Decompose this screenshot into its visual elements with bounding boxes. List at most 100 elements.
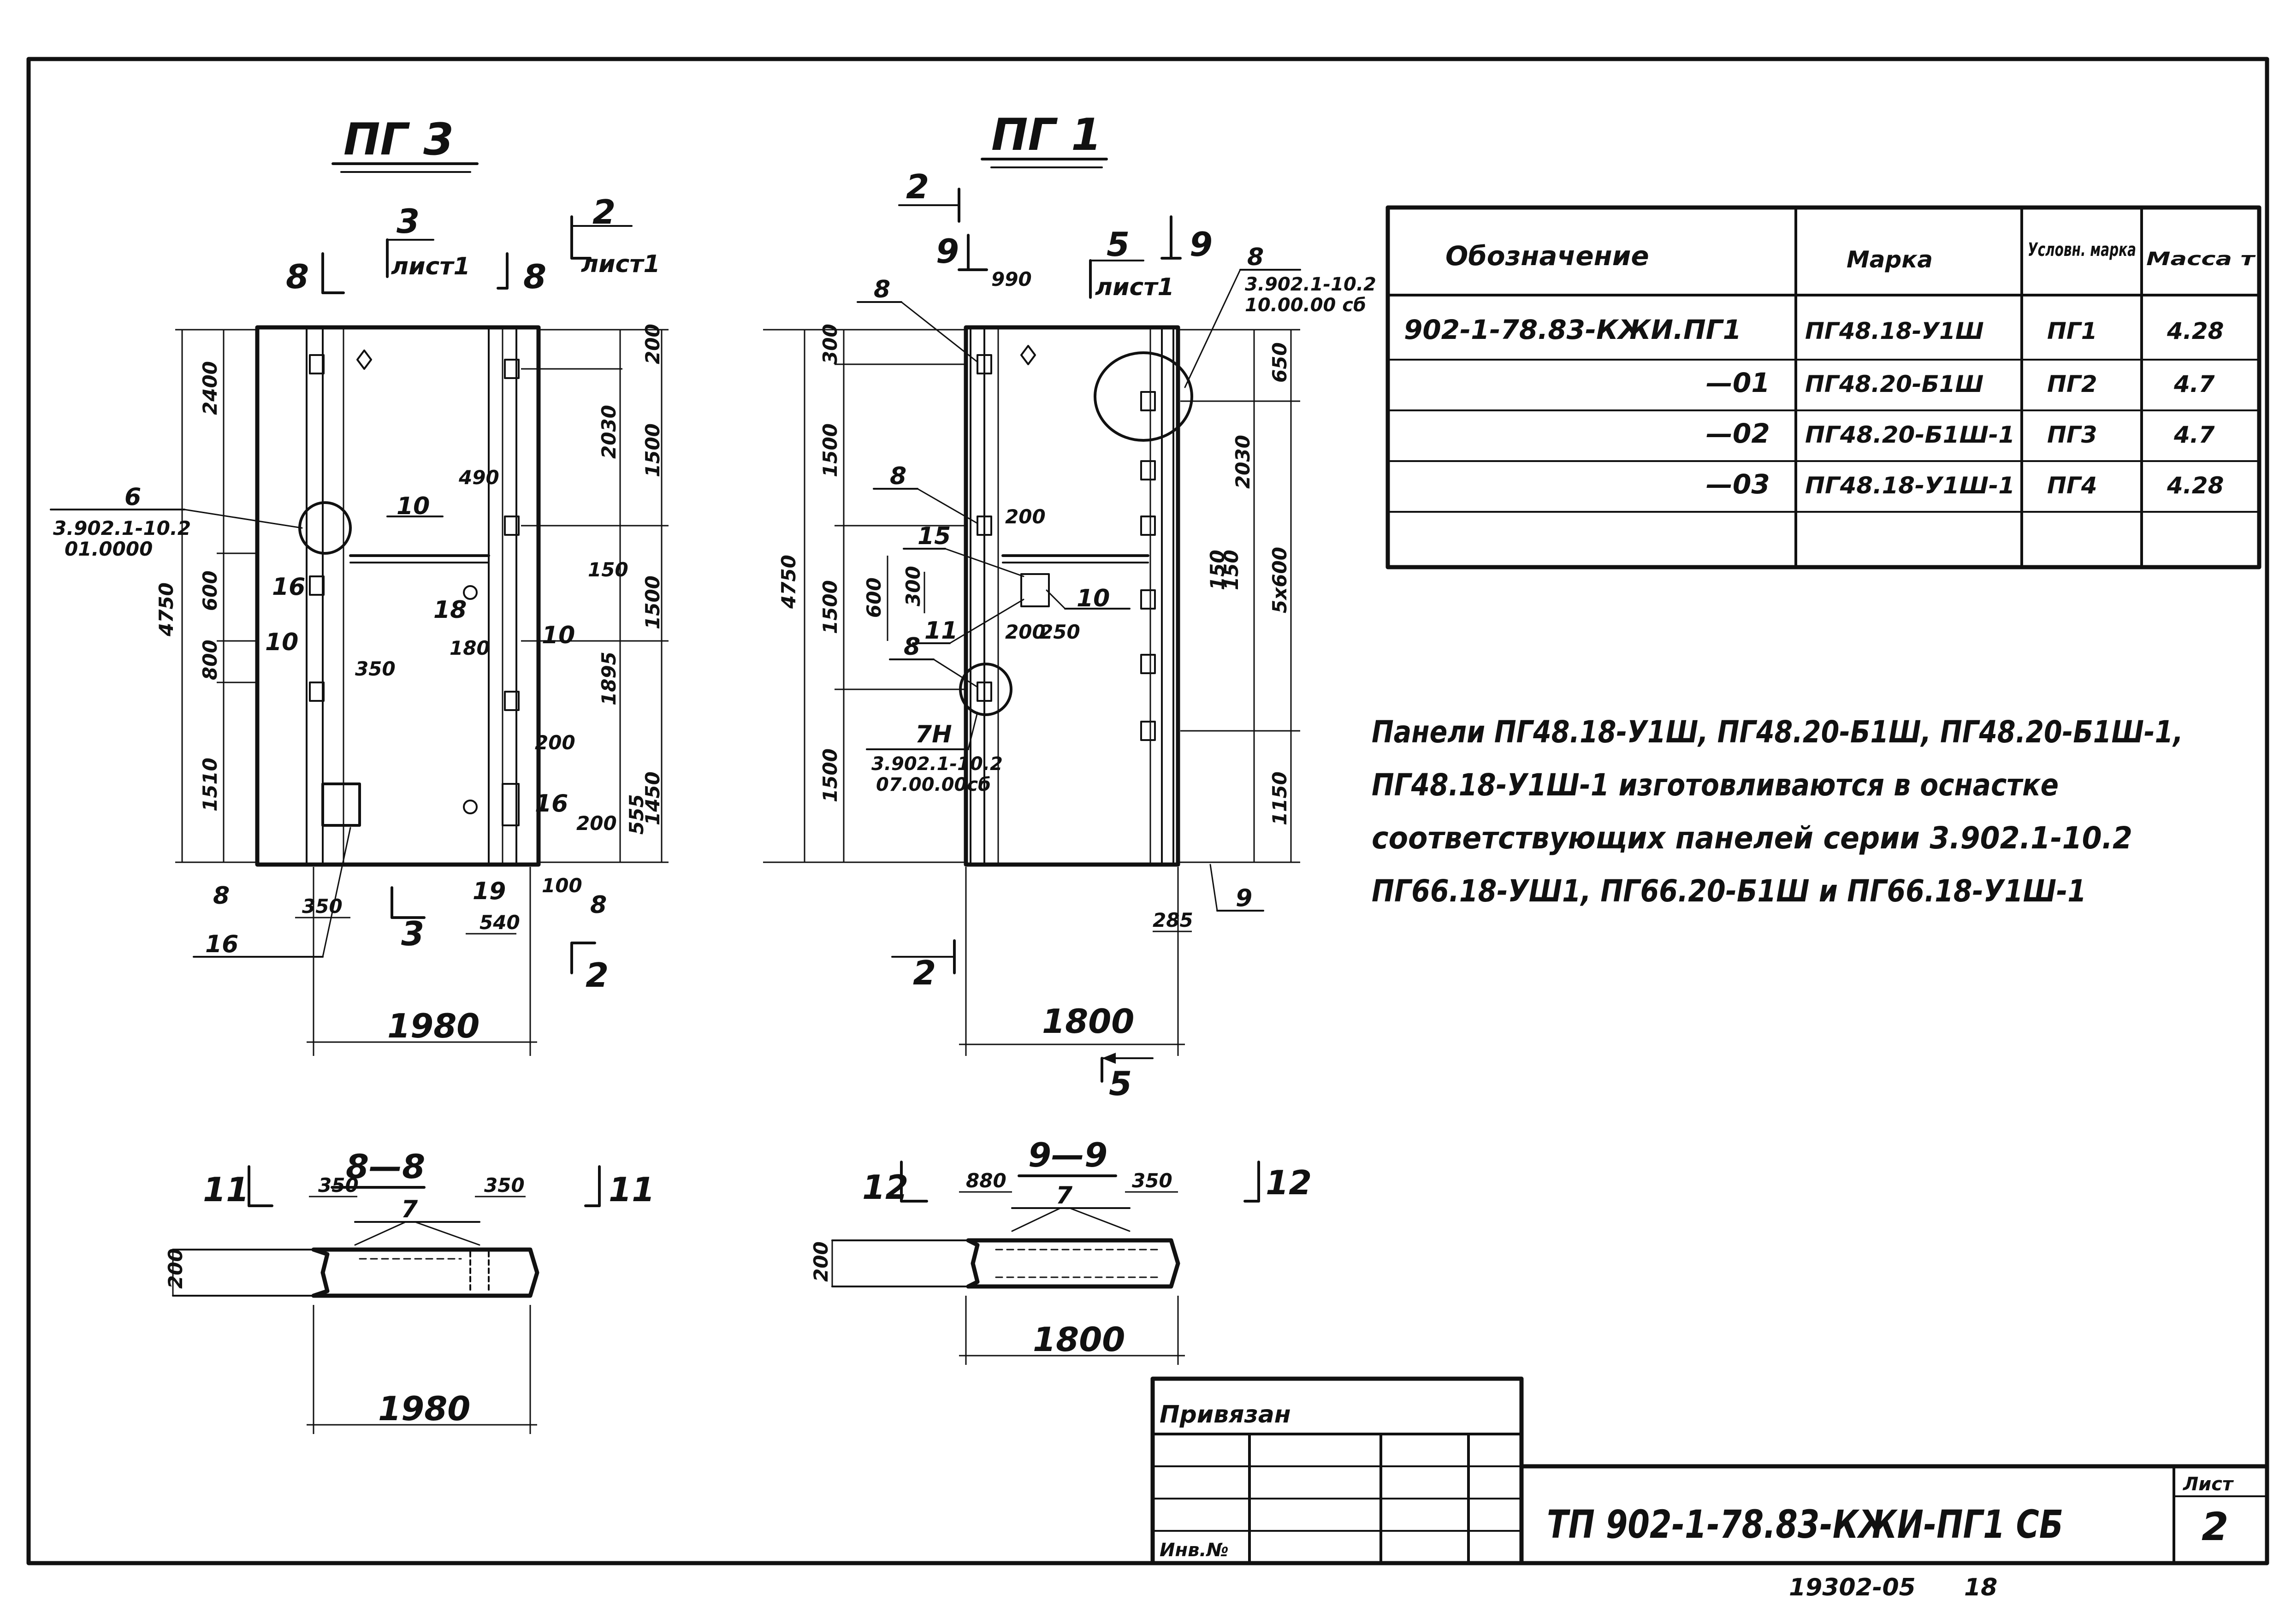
pg1-pos-9: 9 [1236,884,1252,912]
pg3-bottom-dim-0: 350 [302,895,343,918]
pg1-pos-8b: 8 [890,462,906,490]
sec99-cut-right: 12 [1266,1163,1312,1202]
sec88-thickness: 200 [164,1248,187,1289]
pg3-cut-top-left: 8 [286,257,309,296]
spec-row-0-cond: ПГ1 [2047,318,2097,344]
pg3-cut-bottom-right: 2 [586,956,609,995]
pg3-dim-right-inner-1: 555 [625,794,648,835]
pg1-cut-bottom-2: 2 [913,954,936,992]
sec88-dim-left: 350 [318,1174,359,1197]
pg3-bottom-dim-1: 540 [480,911,520,934]
sec99-dim-left: 880 [966,1169,1006,1192]
pg1-title: ПГ 1 [991,110,1101,160]
pg1-dim-inner-0: 600 [863,577,885,618]
spec-row-3-mass: 4.28 [2167,472,2224,499]
pg1-dim-inner-2: 200 [1005,505,1046,528]
spec-header-mass: Масса т [2146,249,2256,270]
pg3-detail-num: 6 [124,483,141,511]
spec-row-2-mark: ПГ48.20-Б1Ш-1 [1805,421,2015,448]
view-pg1: ПГ 1 2 9 990 5 лист1 9 [763,110,1376,1103]
spec-header-cond-mark: Условн. марка [2028,239,2136,261]
pg3-dim-right-3: 1500 [641,575,664,629]
pg1-dim-inner-4: 250 [1040,621,1080,643]
sec99-pos: 7 [1056,1182,1073,1209]
pg3-pos-9: 8 [590,891,607,919]
spec-header-designation: Обозначение [1445,240,1649,272]
pg3-pos-8: 8 [213,882,230,910]
spec-row-0-mark: ПГ48.18-У1Ш [1805,318,1984,344]
archive-number: 19302-05 [1789,1574,1916,1601]
pg3-dim-left-2: 800 [199,640,221,680]
pg3-dim-inner-0: 490 [458,466,499,489]
pg3-dim-inner-5: 200 [576,812,617,835]
spec-row-3-cond: ПГ4 [2047,472,2097,499]
pg3-cut-bottom-left: 3 [401,914,424,953]
pg3-pos-3: 16 [272,573,305,601]
pg1-cut-top-left: 2 [906,167,929,206]
pg3-pos-1: 18 [433,596,467,624]
spec-row-3-mark: ПГ48.18-У1Ш-1 [1805,472,2015,499]
pg3-pos-7: 19 [473,877,506,905]
pg3-dim-right-2: 1500 [641,423,664,477]
sec88-cut-left: 11 [203,1170,249,1209]
pg3-cut-top-mid: 3 [397,202,420,241]
sheet-label: Лист [2183,1474,2234,1495]
spec-row-1-cond: ПГ2 [2047,371,2097,397]
spec-row-2-cond: ПГ3 [2047,421,2097,448]
spec-row-1-mass: 4.7 [2173,371,2215,397]
pg1-cut-top-5: 5 [1107,225,1130,264]
pg3-dim-right-inner-0: 1895 [598,652,620,705]
title-block-inv: Инв.№ [1160,1540,1229,1561]
page-number: 18 [1964,1574,1997,1601]
sec88-pos: 7 [401,1196,418,1223]
sec99-dim-right: 350 [1132,1169,1172,1192]
pg3-cut-top-far-sheet: лист1 [581,250,660,278]
spec-row-2-mass: 4.7 [2173,421,2215,448]
sec99-thickness: 200 [810,1241,832,1282]
spec-row-1-designation: —01 [1706,367,1770,398]
pg3-dim-right-4: 1450 [641,771,664,825]
pg3-dim-inner-2: 180 [450,637,490,659]
pg3-detail-ref-1: 3.902.1-10.2 [53,517,191,539]
pg1-dim-inner-5: 150 [1206,550,1229,590]
drawing-code: ТП 902-1-78.83-КЖИ-ПГ1 СБ [1547,1502,2063,1547]
title-block-privyazan: Привязан [1160,1401,1291,1428]
pg3-dim-inner-4: 150 [588,558,628,581]
sheet-frame [26,57,2269,1565]
pg1-cut-top-5-sheet: лист1 [1095,273,1174,301]
pg1-dim-top: 990 [991,268,1032,290]
pg1-ref-7h-2: 07.00.00сб [876,774,991,795]
pg3-dim-inner-1: 350 [355,658,396,680]
pg1-cut-top-9: 9 [936,232,959,271]
pg3-dim-inner-6: 100 [542,874,582,897]
note-line-1: ПГ48.18-У1Ш-1 изготовливаются в оснастке [1372,767,2059,803]
pg3-cut-top-mid-sheet: лист1 [391,253,470,280]
pg1-dim-left-0: 300 [819,324,841,364]
pg3-cut-top-right: 8 [523,257,546,296]
sheet-number: 2 [2202,1504,2228,1549]
spec-row-0-designation: 902-1-78.83-КЖИ.ПГ1 [1404,314,1741,345]
pg1-ref-top-2: 10.00.00 сб [1245,295,1366,316]
spec-table: Обозначение Марка Условн. марка Масса т … [1385,205,2261,569]
pg3-dim-left-1: 600 [199,570,221,611]
sec88-title: 8—8 [346,1147,425,1186]
pg1-dim-right-0: 650 [1268,342,1291,383]
pg1-pos-11: 11 [924,617,958,645]
pg3-title: ПГ 3 [343,114,454,165]
pg1-pos-15: 15 [918,522,951,550]
pg1-dim-left-1: 1500 [819,423,841,477]
spec-row-2-designation: —02 [1706,418,1770,449]
pg3-pos-2: 10 [542,622,575,649]
sec88-dim-right: 350 [484,1174,525,1197]
pg3-pos-5: 16 [535,790,568,818]
sec99-title: 9—9 [1028,1136,1107,1174]
pg3-dim-inner-3: 200 [535,731,575,754]
pg1-dim-inner-3: 200 [1005,621,1046,643]
pg3-dim-right-1: 2030 [598,405,620,459]
pg3-dim-left-0: 2400 [199,361,221,415]
pg3-dim-left-3: 1510 [199,758,221,812]
pg1-dim-right-3: 1150 [1268,771,1291,825]
footer: 19302-05 18 [1789,1574,1997,1601]
